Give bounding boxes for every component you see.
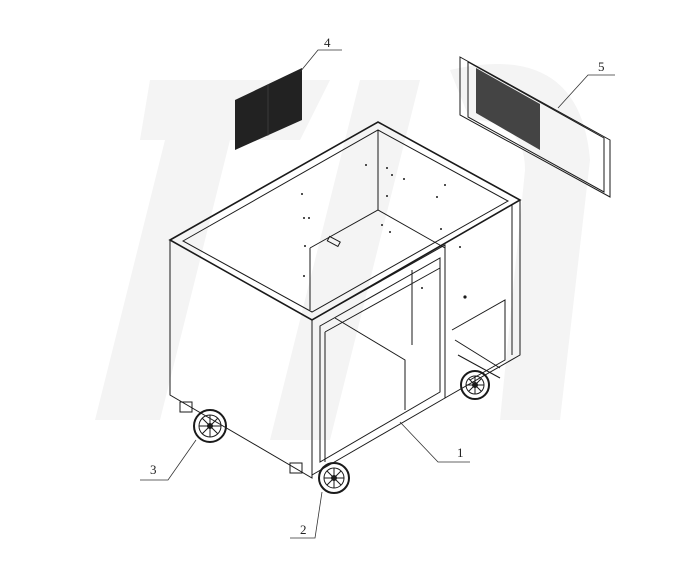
- perforated-side-panel: [459, 56, 611, 198]
- callout-1: 1: [457, 445, 464, 460]
- left-foot: [179, 401, 193, 413]
- cabinet-body: [168, 121, 522, 479]
- callout-4: 4: [324, 35, 331, 50]
- caster-front: [318, 462, 350, 494]
- caster-right: [460, 370, 490, 400]
- screw-holes: [301, 164, 467, 299]
- leader-lines: [140, 49, 615, 539]
- front-foot: [289, 462, 303, 474]
- caster-left: [193, 409, 227, 443]
- callout-2: 2: [300, 522, 307, 537]
- latch-bracket: [326, 235, 341, 248]
- callout-3: 3: [150, 462, 157, 477]
- louvered-grille-panel: [235, 68, 302, 150]
- callout-5: 5: [598, 59, 605, 74]
